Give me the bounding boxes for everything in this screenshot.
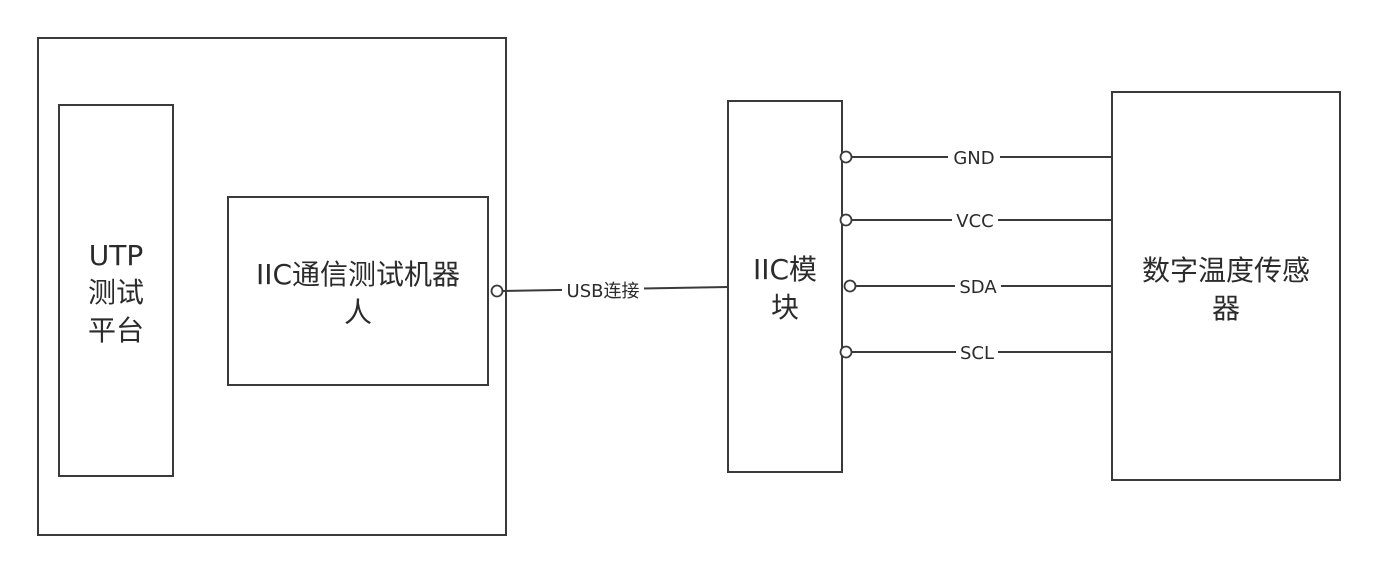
- iic-module-label-line1: IIC模: [753, 253, 817, 286]
- sda-label-background: [955, 275, 1001, 297]
- vcc-wire-label: VCC: [956, 211, 993, 232]
- iic-robot-box: [227, 196, 489, 386]
- scl-wire-label: SCL: [960, 343, 994, 364]
- utp-platform-box: [58, 104, 174, 477]
- sda-port-connector: [843, 279, 857, 293]
- temperature-sensor-box: [1111, 91, 1341, 481]
- sda-wire-label: SDA: [959, 277, 997, 298]
- scl-port-connector: [839, 345, 853, 359]
- iic-module-box: [727, 100, 843, 473]
- vcc-label-background: [952, 209, 998, 231]
- iic-robot-label-line2: 人: [344, 296, 372, 329]
- temperature-sensor-label-line1: 数字温度传感: [1142, 254, 1310, 287]
- scl-label-background: [956, 341, 998, 363]
- usb-connection-label: USB连接: [567, 281, 640, 302]
- gnd-label-background: [948, 146, 1000, 168]
- temperature-sensor-label-line2: 器: [1212, 292, 1240, 325]
- iic-robot-label-line1: IIC通信测试机器: [256, 258, 460, 291]
- gnd-wire-label: GND: [953, 148, 994, 169]
- utp-platform-label-line1: UTP: [89, 239, 143, 272]
- usb-port-connector: [490, 284, 504, 298]
- iic-module-label-line2: 块: [771, 291, 799, 324]
- gnd-port-connector: [839, 150, 853, 164]
- utp-platform-label-line3: 平台: [88, 314, 144, 347]
- usb-label-background: [562, 279, 644, 303]
- vcc-port-connector: [839, 213, 853, 227]
- utp-platform-label-line2: 测试: [88, 276, 144, 309]
